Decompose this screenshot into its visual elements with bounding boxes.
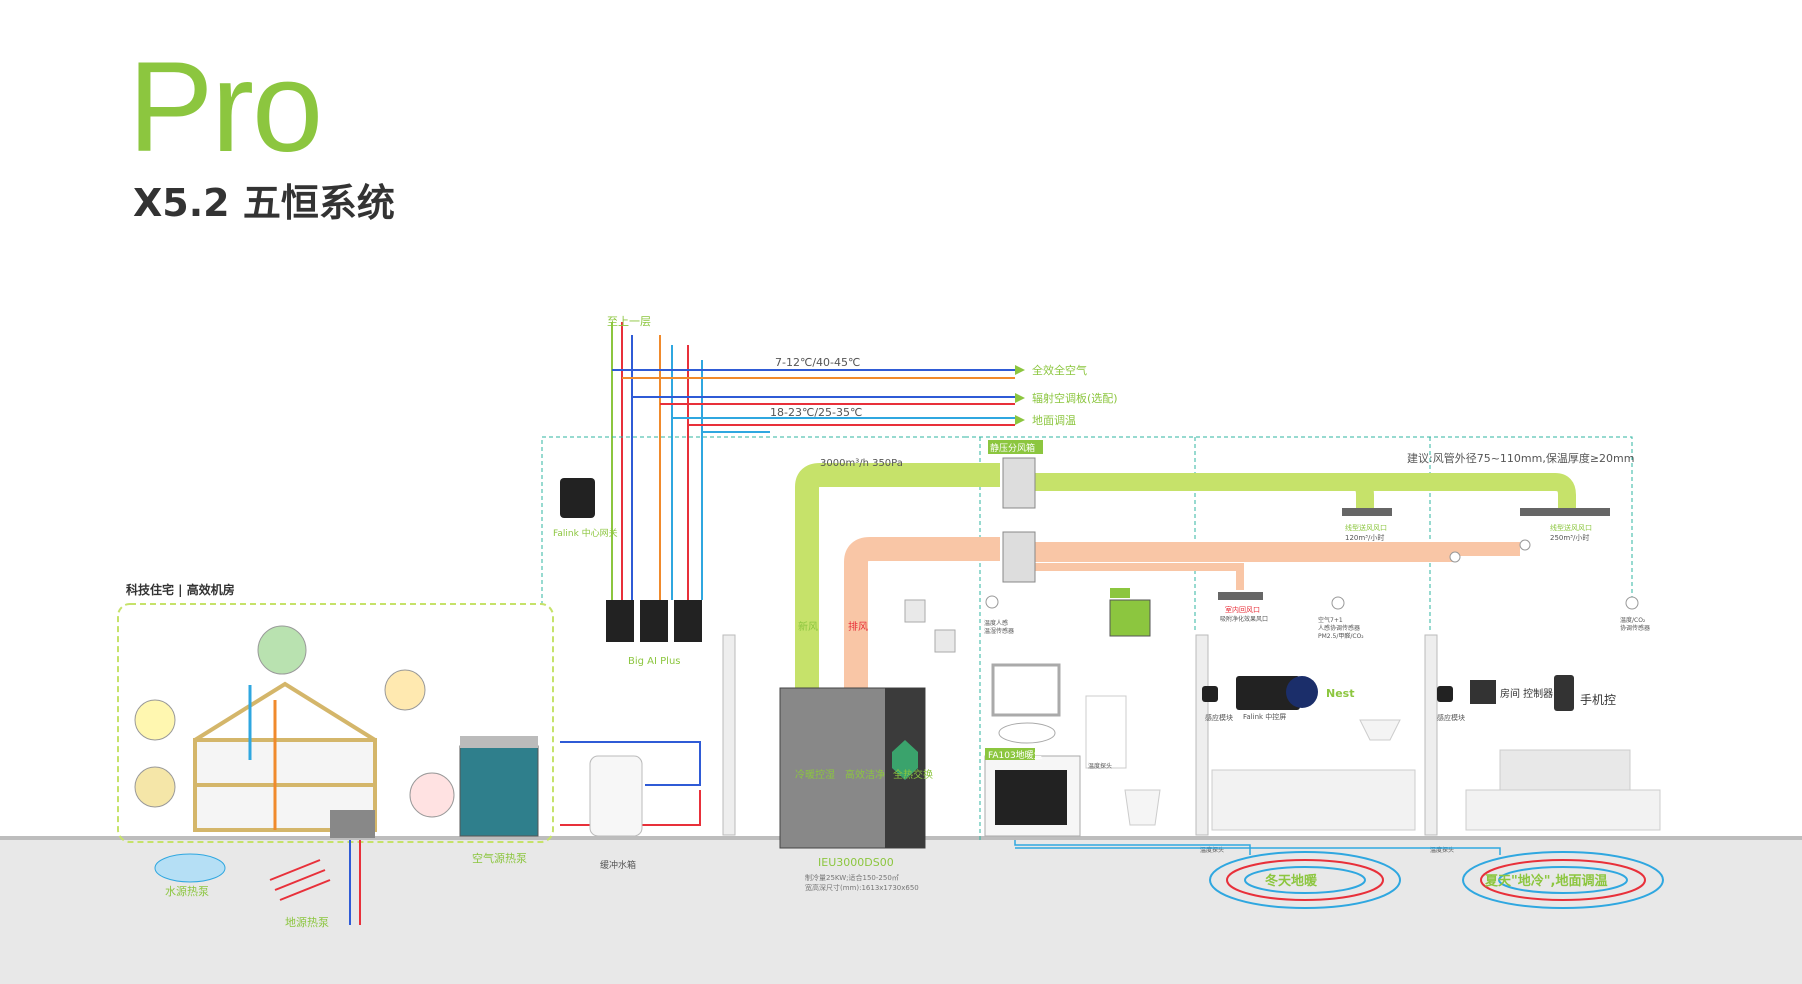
svg-text:协调传感器: 协调传感器 xyxy=(1620,624,1650,632)
label-floor-winter: 冬天地暖 xyxy=(1265,873,1318,889)
label-nest: Nest xyxy=(1326,687,1354,700)
label-static-box: 静压分风箱 xyxy=(990,442,1035,454)
label-ieu-spec-2: 宽高深尺寸(mm):1613x1730x650 xyxy=(805,883,919,892)
sensor-module-2 xyxy=(1437,686,1453,702)
label-ieu-model: IEU3000DS00 xyxy=(818,856,894,869)
label-probe-2: 温度探头 xyxy=(1430,846,1454,854)
label-control-panel-2: 感应模块 xyxy=(1437,713,1465,722)
wall-3 xyxy=(1424,634,1438,836)
label-temp-hot-cold: 7-12℃/40-45℃ xyxy=(775,356,860,369)
towel-radiator xyxy=(1085,695,1127,769)
label-temp-radiant: 18-23℃/25-35℃ xyxy=(770,406,862,419)
riser-pipes xyxy=(560,322,1015,826)
label-room-controller: 房间 控制器 xyxy=(1500,687,1553,700)
buffer-tank xyxy=(589,755,643,837)
ground-floor xyxy=(0,836,1802,984)
falink-screen xyxy=(1236,676,1300,710)
sofa xyxy=(1211,769,1416,831)
label-ieu-f2: 高效洁净 xyxy=(845,768,885,781)
label-controllers: Big AI Plus xyxy=(628,656,681,667)
linear-outlet-1 xyxy=(1342,508,1392,516)
linear-outlet-2 xyxy=(1520,508,1610,516)
svg-text:空气7+1: 空气7+1 xyxy=(1318,616,1343,624)
svg-text:温度人感: 温度人感 xyxy=(984,619,1008,627)
duct-note: 建议:风管外径75~110mm,保温厚度≥20mm xyxy=(1407,451,1635,465)
house-illustration xyxy=(193,681,377,832)
label-buffer-tank: 缓冲水箱 xyxy=(600,859,636,871)
house-zone-border xyxy=(117,603,554,843)
label-probe-1: 温度探头 xyxy=(1200,846,1224,854)
label-ieu-f1: 冷暖控湿 xyxy=(795,768,835,781)
label-fresh: 新风 xyxy=(798,620,818,633)
wall-1 xyxy=(722,634,736,836)
label-dest-full-air: 全效全空气 xyxy=(1032,363,1087,377)
duct-spec: 3000m³/h 350Pa xyxy=(820,458,903,469)
house-callouts xyxy=(134,625,455,818)
label-probe-3: 温度探头 xyxy=(1088,762,1112,770)
static-box-2 xyxy=(1002,531,1036,583)
bed xyxy=(1465,789,1661,831)
bathroom-sink xyxy=(998,722,1056,744)
mobile-device xyxy=(1554,675,1574,711)
label-control-panel-1: 感应模块 xyxy=(1205,713,1233,722)
svg-text:温度/CO₂: 温度/CO₂ xyxy=(1620,616,1646,624)
label-indoor-return: 室内回风口 xyxy=(1225,605,1260,614)
sensor-co2: 温度/CO₂ 协调传感器 xyxy=(1620,596,1650,632)
label-mobile: 手机控 xyxy=(1580,693,1616,707)
label-ieu-f3: 全热交换 xyxy=(893,768,933,781)
floor-loop-summer xyxy=(1462,851,1664,909)
bathroom-mirror xyxy=(991,663,1061,717)
house-zone-label: 科技住宅 | 高效机房 xyxy=(126,582,235,597)
ground-heat-pump xyxy=(269,840,361,925)
sensor-air: 空气7+1 人感协调传感器 PM2.5/甲醛/CO₂ xyxy=(1318,596,1364,640)
room-controller-device xyxy=(1470,680,1496,704)
label-ground-heat-pump: 地源热泵 xyxy=(285,915,329,929)
nest-thermostat xyxy=(1286,676,1318,708)
air-source-heat-pump xyxy=(459,745,539,837)
label-fa103: FA103地暖盒 xyxy=(988,749,1043,761)
label-dest-floor-heating: 地面调温 xyxy=(1032,414,1076,427)
label-outlet-2-spec: 250m³/小时 xyxy=(1550,533,1589,542)
air-distributor xyxy=(1109,599,1151,637)
label-air-heat-pump: 空气源热泵 xyxy=(472,851,527,865)
label-floor-summer: 夏天"地冷",地面调温 xyxy=(1484,873,1608,889)
wall-2 xyxy=(1195,634,1209,836)
toilet xyxy=(1124,789,1161,826)
label-ieu-spec-1: 制冷量25KW;适合150-250㎡ xyxy=(805,873,899,882)
gateway-device xyxy=(560,478,595,518)
svg-text:人感协调传感器: 人感协调传感器 xyxy=(1318,624,1360,632)
svg-text:温湿传感器: 温湿传感器 xyxy=(984,627,1014,635)
label-gateway: Falink 中心网关 xyxy=(553,527,618,539)
svg-text:PM2.5/甲醛/CO₂: PM2.5/甲醛/CO₂ xyxy=(1318,632,1364,640)
return-air-duct xyxy=(844,537,1000,690)
label-outlet-2: 线型送风风口 xyxy=(1550,523,1592,532)
floor-loop-winter xyxy=(1209,851,1401,909)
water-heat-pump xyxy=(154,853,226,883)
label-exhaust: 排风 xyxy=(848,620,868,633)
label-outlet-1: 线型送风风口 xyxy=(1345,523,1387,532)
page-subtitle: X5.2 五恒系统 xyxy=(133,181,395,225)
fresh-air-duct xyxy=(795,463,1000,690)
controller-panels xyxy=(606,600,702,642)
label-indoor-return-sub: 吸附净化效果风口 xyxy=(1220,615,1268,623)
sensor-module-1 xyxy=(1202,686,1218,702)
label-outlet-1-spec: 120m³/小时 xyxy=(1345,533,1384,542)
label-water-heat-pump: 水源热泵 xyxy=(165,884,209,898)
label-falink: Falink 中控屏 xyxy=(1243,712,1286,721)
indoor-return xyxy=(1218,592,1263,600)
sensor-temp: 温度人感 温湿传感器 xyxy=(984,595,1014,635)
static-box-1 xyxy=(1002,457,1036,509)
label-to-upper-floor: 至上一层 xyxy=(607,315,651,328)
brand-title: Pro xyxy=(128,36,323,179)
label-dest-radiant-panel: 辐射空调板(选配) xyxy=(1032,391,1118,405)
